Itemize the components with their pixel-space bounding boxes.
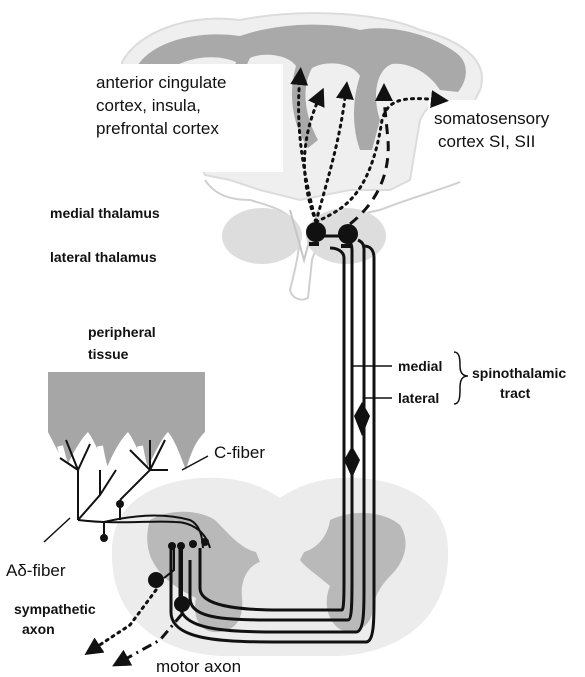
cortex-left-label-line2: cortex, insula, [96,96,201,115]
peripheral-tissue-label-line1: peripheral [88,324,156,340]
medial-arrowhead [344,446,360,478]
a-delta-pointer [44,518,70,542]
lateral-arrowhead [354,402,370,436]
cortex-right-label-line1: somatosensory [434,109,550,128]
motor-neuron [174,596,190,612]
sympathetic-neuron [148,572,164,588]
lateral-thalamus-neuron [338,224,358,244]
a-delta-ending [100,534,108,542]
cortex-left-label-line1: anterior cingulate [96,73,226,92]
peripheral-tissue-label-line2: tissue [88,346,129,362]
tract-lateral-label: lateral [398,390,439,406]
medial-thalamus-neuron [306,222,326,242]
thalamus-region [205,180,460,300]
motor-axon-label: motor axon [156,657,241,676]
c-fiber-label: C-fiber [214,443,265,462]
tract-arrowheads [344,402,370,478]
medial-neuron-terminal [309,242,319,246]
sympathetic-axon-label-line1: sympathetic [14,601,96,617]
spinal-cord [112,478,448,656]
medial-thalamus-label: medial thalamus [50,205,160,221]
cortex-right-label-line2: cortex SI, SII [438,132,535,151]
tract-medial-label: medial [398,358,442,374]
dorsal-horn-synapse-4 [201,538,209,546]
c-fiber-ending [116,500,124,508]
sympathetic-axon-label-line2: axon [22,621,55,637]
tract-brace [454,352,468,404]
left-thalamus [222,208,302,264]
cortex-left-label-line3: prefrontal cortex [96,119,219,138]
spinothalamic-label-line1: spinothalamic [472,365,566,381]
lateral-neuron-terminal [341,244,351,248]
spinothalamic-label-line2: tract [500,385,531,401]
a-delta-fiber-label: Aδ-fiber [6,561,66,580]
dorsal-horn-synapse-3 [189,540,197,548]
lateral-thalamus-label: lateral thalamus [50,249,157,265]
